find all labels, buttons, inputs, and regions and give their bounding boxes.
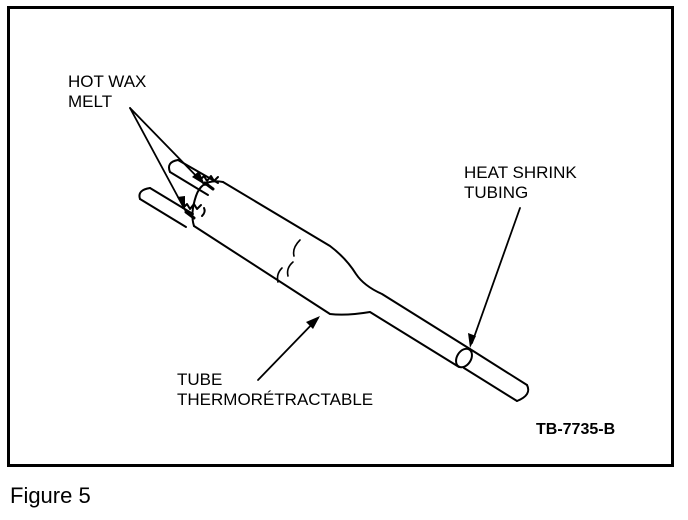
- tube-fr-line-1: TUBE: [177, 370, 223, 389]
- hot-wax-line-1: HOT WAX: [68, 72, 147, 91]
- heat-shrink-line-2: TUBING: [464, 183, 529, 202]
- leader-tube-fr: [257, 317, 319, 381]
- hot-wax-line-2: MELT: [68, 92, 113, 111]
- tube-thermoretractable-label: TUBE THERMORÉTRACTABLE: [177, 370, 373, 410]
- heat-shrink-tubing-label: HEAT SHRINK TUBING: [464, 163, 577, 203]
- figure-caption: Figure 5: [10, 483, 91, 508]
- right-wire: [463, 348, 530, 402]
- leader-hot-wax: [129, 107, 206, 211]
- heat-shrink-line-1: HEAT SHRINK: [464, 163, 577, 182]
- tube-fr-line-2: THERMORÉTRACTABLE: [177, 390, 374, 409]
- arrowhead-tube-fr: [306, 316, 320, 329]
- tube-highlights: [276, 239, 301, 283]
- leader-heat-shrink: [471, 207, 521, 344]
- figure-frame: [7, 6, 674, 467]
- arrowhead-heat-shrink: [468, 333, 476, 348]
- arrowhead-hot-wax-upper: [192, 171, 205, 185]
- drawing-code-label: TB-7735-B: [536, 421, 616, 438]
- arrowhead-hot-wax-lower: [177, 196, 185, 210]
- heat-shrink-tube: [191, 180, 471, 368]
- hot-wax-melt-label: HOT WAX MELT: [68, 72, 146, 112]
